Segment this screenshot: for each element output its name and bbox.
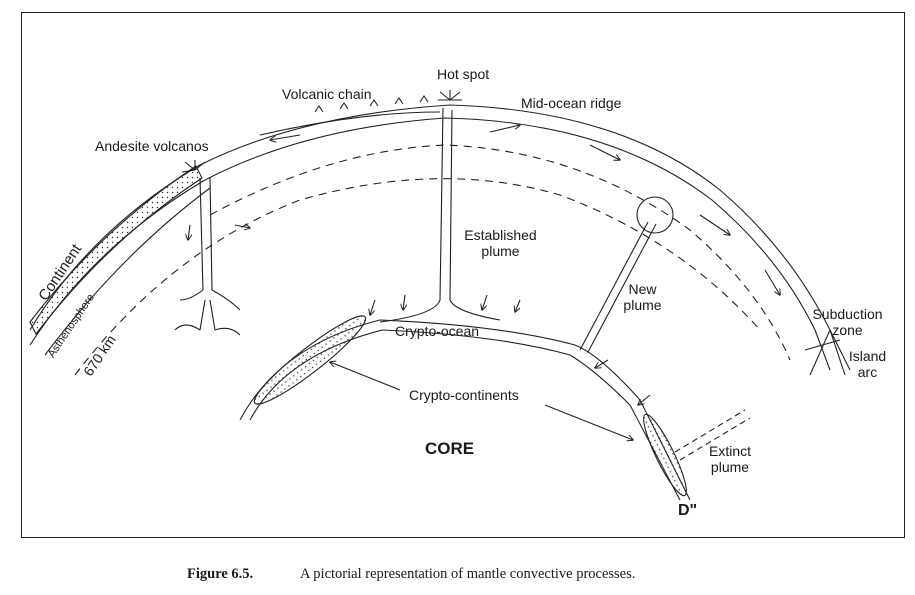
label-subduction-zone: Subduction zone — [810, 306, 885, 338]
line-670km — [74, 178, 761, 376]
label-established-plume-line1: Established — [464, 227, 537, 243]
new-plume — [579, 221, 657, 353]
label-andesite-volcanos: Andesite volcanos — [95, 138, 209, 154]
figure-caption-text: A pictorial representation of mantle con… — [300, 566, 636, 582]
label-core: CORE — [425, 439, 475, 458]
figure-frame — [21, 12, 905, 538]
label-established-plume: Established plume — [458, 227, 543, 259]
label-island-arc-line1: Island — [848, 348, 887, 364]
label-hot-spot: Hot spot — [437, 66, 490, 82]
label-new-plume-line1: New — [628, 281, 657, 297]
established-plume — [379, 107, 501, 323]
label-established-plume-line2: plume — [481, 243, 520, 259]
label-new-plume-line2: plume — [623, 297, 662, 313]
crypto-continent-right — [643, 413, 687, 497]
figure-caption-number: Figure 6.5. — [187, 566, 254, 582]
label-new-plume: New plume — [620, 281, 665, 313]
label-island-arc-line2: arc — [857, 364, 878, 380]
slab-left — [199, 177, 213, 291]
label-island-arc: Island arc — [845, 348, 890, 380]
label-crypto-ocean: Crypto-ocean — [395, 323, 480, 339]
subduction-right — [804, 329, 846, 376]
label-crypto-continents: Crypto-continents — [409, 387, 519, 403]
extinct-plume — [674, 409, 751, 461]
andesite-burst — [181, 160, 206, 173]
surface-outer — [29, 104, 851, 371]
label-subduction-zone-line1: Subduction — [812, 306, 883, 322]
label-extinct-plume-line1: Extinct — [708, 443, 751, 459]
hot-spot-burst — [438, 90, 462, 101]
label-d-double-prime: D" — [678, 502, 698, 519]
label-extinct-plume: Extinct plume — [705, 443, 755, 475]
label-volcanic-chain: Volcanic chain — [282, 86, 372, 102]
new-plume-head — [636, 196, 674, 234]
label-subduction-zone-line2: zone — [832, 322, 863, 338]
label-extinct-plume-line2: plume — [710, 459, 750, 475]
label-mid-ocean-ridge: Mid-ocean ridge — [521, 95, 622, 111]
crypto-continent-left — [253, 315, 367, 405]
continent-slab — [29, 165, 203, 336]
